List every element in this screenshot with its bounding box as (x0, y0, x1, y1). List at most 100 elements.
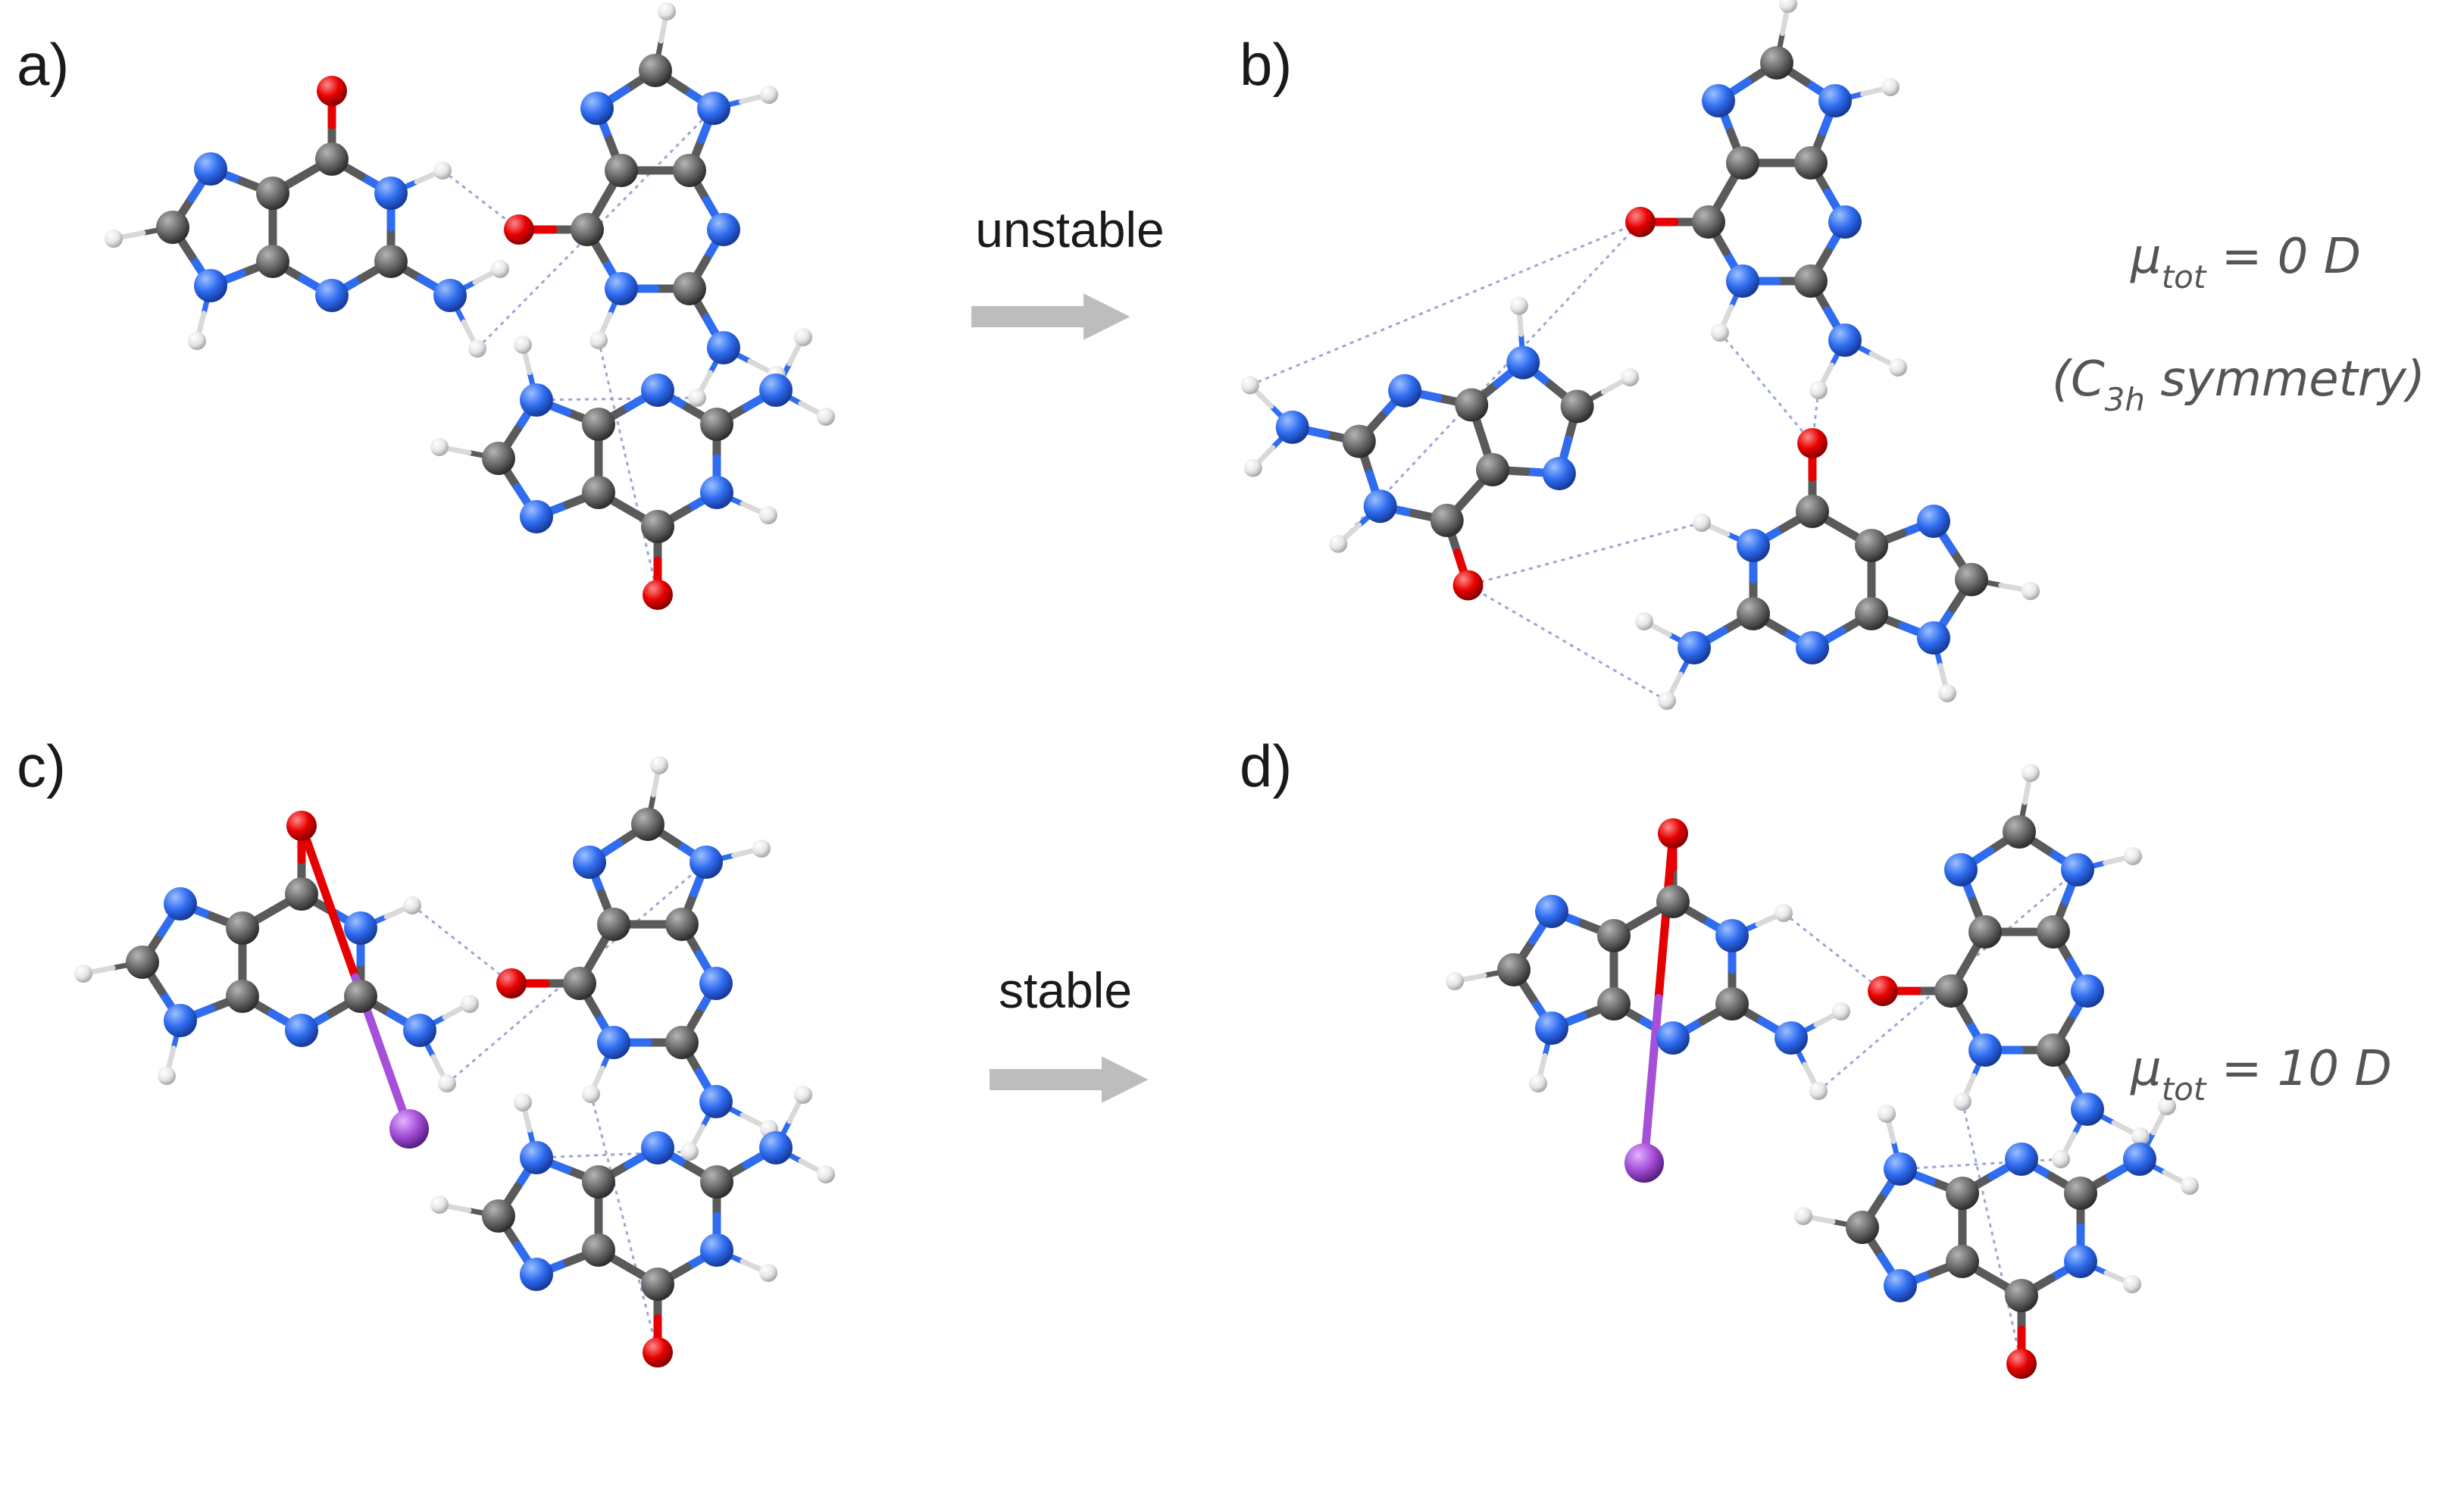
hydrogen-atom (74, 964, 92, 983)
arrow-label-stable: stable (999, 962, 1132, 1018)
carbon-atom (1934, 974, 1968, 1008)
hydrogen-bond (1249, 220, 1641, 386)
nitrogen-atom (315, 279, 349, 312)
nitrogen-atom (1828, 205, 1862, 239)
hydrogen-atom (658, 2, 676, 20)
hydrogen-atom (1953, 1093, 1972, 1111)
hydrogen-atom (2181, 1177, 2199, 1195)
metal-atom (1624, 1143, 1664, 1183)
hydrogen-bond (589, 1093, 659, 1353)
nitrogen-atom (1275, 410, 1309, 444)
hydrogen-atom (1794, 1207, 1812, 1225)
hydrogen-atom (582, 1085, 600, 1103)
hydrogen-atom (468, 339, 486, 358)
carbon-atom (1656, 885, 1690, 918)
carbon-atom (673, 272, 706, 305)
carbon-atom (1737, 597, 1770, 630)
hydrogen-atom (1635, 612, 1653, 630)
carbon-atom (285, 877, 318, 911)
hydrogen-atom (1693, 514, 1711, 532)
carbon-atom (1560, 389, 1594, 424)
carbon-atom (1476, 453, 1509, 486)
nitrogen-atom (2123, 1143, 2156, 1176)
guanine-trimer-b-atoms (1240, 0, 2040, 710)
carbon-atom (1455, 388, 1489, 422)
carbon-atom (2037, 1033, 2070, 1067)
bond (297, 821, 360, 982)
nitrogen-atom (1656, 1021, 1690, 1055)
carbon-atom (1855, 597, 1888, 630)
nitrogen-atom (1737, 529, 1770, 562)
carbon-atom (1597, 919, 1631, 952)
nitrogen-atom (641, 1131, 674, 1164)
carbon-atom (1794, 146, 1828, 180)
panel-label-a: a) (17, 31, 69, 98)
nitrogen-atom (1388, 374, 1422, 408)
oxygen-atom (1625, 207, 1656, 237)
hydrogen-atom (1658, 692, 1676, 710)
hydrogen-atom (1809, 1082, 1828, 1100)
nitrogen-atom (1542, 457, 1576, 491)
hydrogen-atom (1832, 1002, 1850, 1021)
nitrogen-atom (194, 152, 227, 186)
carbon-atom (482, 1199, 515, 1233)
oxygen-atom (1868, 976, 1898, 1006)
hydrogen-atom (1529, 1074, 1547, 1093)
nitrogen-atom (605, 272, 638, 305)
nitrogen-atom (520, 1141, 553, 1174)
carbon-atom (374, 245, 408, 278)
hydrogen-atom (1889, 358, 1907, 377)
hydrogen-bond (411, 904, 512, 985)
hydrogen-atom (158, 1067, 176, 1085)
hydrogen-atom (2022, 582, 2040, 600)
nitrogen-atom (759, 1131, 793, 1164)
carbon-atom (2005, 1279, 2038, 1312)
carbon-atom (1794, 264, 1828, 298)
arrow-label-unstable: unstable (975, 202, 1165, 258)
hydrogen-atom (514, 336, 532, 354)
carbon-atom (639, 54, 672, 87)
carbon-atom (1855, 529, 1888, 562)
hydrogen-atom (1509, 296, 1528, 315)
nitrogen-atom (2005, 1143, 2038, 1176)
nitrogen-atom (1944, 853, 1978, 886)
guanine-trimer-c-atoms (74, 756, 835, 1368)
carbon-atom (700, 1165, 733, 1199)
hydrogen-atom (461, 995, 479, 1013)
guanine-trimer-a-atoms (105, 2, 835, 610)
nitrogen-atom (1535, 895, 1568, 928)
hydrogen-atom (1329, 534, 1348, 553)
nitrogen-atom (2061, 853, 2094, 886)
carbon-atom (582, 1233, 615, 1267)
hydrogen-atom (1881, 78, 1900, 96)
guanine-trimer-d-atoms (1446, 764, 2199, 1379)
hydrogen-bond (1783, 911, 1884, 993)
carbon-atom (1955, 563, 1988, 596)
oxygen-atom (317, 76, 347, 106)
guanine-trimer-d (1446, 764, 2199, 1379)
nitrogen-atom (344, 911, 377, 945)
hydrogen-atom (1938, 684, 1956, 702)
hydrogen-atom (188, 332, 206, 350)
hydrogen-atom (650, 756, 668, 774)
hydrogen-bond (1337, 220, 1642, 545)
panel-label-c: c) (17, 733, 66, 799)
carbon-atom (1946, 1245, 1979, 1278)
hydrogen-atom (438, 1074, 456, 1093)
nitrogen-atom (1363, 489, 1397, 524)
nitrogen-atom (285, 1014, 318, 1047)
nitrogen-atom (699, 1085, 733, 1118)
carbon-atom (2003, 815, 2036, 849)
carbon-atom (1692, 205, 1725, 239)
hydrogen-atom (514, 1093, 532, 1111)
carbon-atom (482, 442, 515, 475)
nitrogen-atom (164, 887, 197, 921)
hydrogen-atom (2131, 1127, 2150, 1146)
carbon-atom (582, 476, 615, 509)
carbon-atom (641, 510, 674, 543)
carbon-atom (1597, 987, 1631, 1021)
hydrogen-atom (2124, 847, 2142, 865)
hydrogen-atom (589, 331, 608, 349)
nitrogen-atom (1775, 1021, 1808, 1055)
